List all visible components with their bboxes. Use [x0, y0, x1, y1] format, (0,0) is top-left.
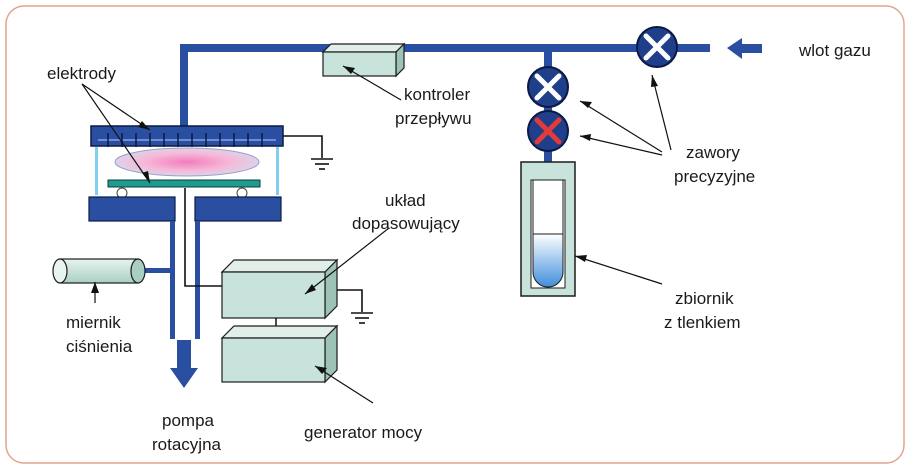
plasma-glow	[114, 147, 260, 177]
oxide-tank	[520, 161, 576, 297]
matching-network-box	[220, 258, 339, 320]
ground-icon	[283, 135, 333, 170]
leader-arrowheads	[91, 66, 658, 374]
top-electrode	[90, 125, 284, 147]
gas-down-pipe	[180, 44, 188, 128]
label-zawory-1: zawory	[686, 143, 740, 162]
label-kontroler-2: przepływu	[395, 109, 472, 128]
label-elektrody: elektrody	[47, 64, 116, 83]
label-uklad-1: układ	[385, 191, 426, 210]
label-kontroler-1: kontroler	[404, 85, 470, 104]
label-zbiornik-1: zbiornik	[675, 289, 734, 308]
rf-feed-wire	[184, 188, 222, 287]
valve-lower-icon	[527, 110, 569, 152]
diagram-frame	[5, 5, 905, 464]
label-zawory-2: precyzyjne	[674, 167, 755, 186]
chamber-base-right	[194, 196, 282, 222]
exhaust-pipe-left	[170, 221, 175, 339]
label-zbiornik-2: z tlenkiem	[664, 313, 741, 332]
flow-controller-box	[321, 42, 406, 78]
power-generator-box	[220, 324, 339, 384]
valve-upper-icon	[527, 66, 569, 108]
valve-top-icon	[636, 26, 678, 68]
chamber-wall-left	[95, 147, 98, 195]
label-miernik-1: miernik	[66, 313, 121, 332]
gas-main-pipe	[182, 44, 710, 52]
label-generator: generator mocy	[304, 423, 423, 442]
label-uklad-2: dopasowujący	[352, 214, 460, 233]
label-miernik-2: ciśnienia	[66, 337, 133, 356]
label-wlot-gazu: wlot gazu	[798, 41, 871, 60]
ground-icon-2	[337, 289, 373, 324]
chamber-base-left	[88, 196, 176, 222]
label-pompa-1: pompa	[162, 411, 215, 430]
chamber-wall-right	[276, 147, 279, 195]
pump-arrow-icon	[170, 340, 198, 388]
bottom-electrode	[107, 179, 261, 188]
inlet-arrow-icon	[727, 38, 762, 59]
exhaust-pipe-right	[195, 221, 200, 339]
pressure-gauge	[52, 258, 172, 284]
label-pompa-2: rotacyjna	[152, 435, 222, 454]
